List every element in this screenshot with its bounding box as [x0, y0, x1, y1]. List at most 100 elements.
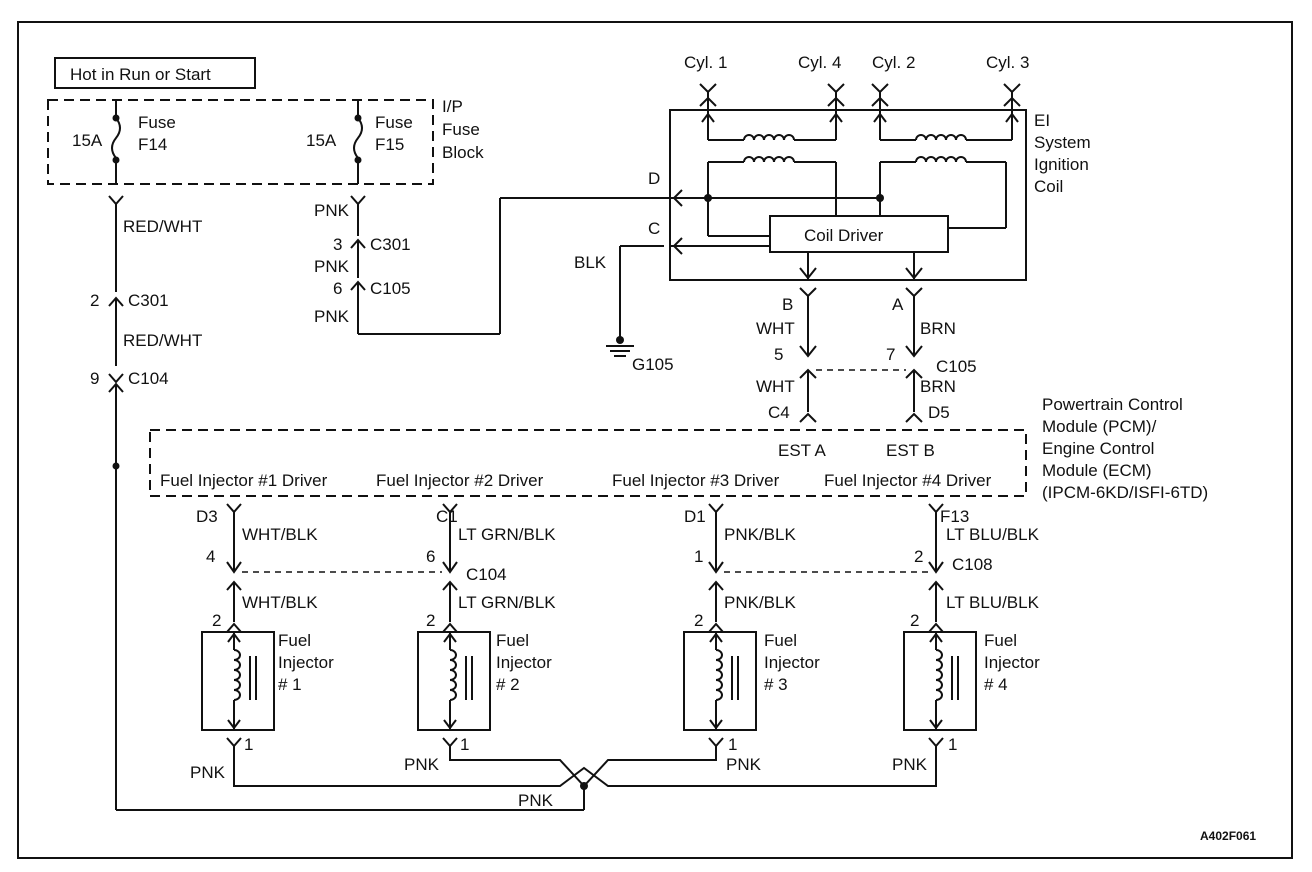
inj4-pcm-pin: F13	[940, 507, 969, 526]
injector-1-pcm-connector	[226, 503, 242, 514]
inj3-line1: Fuel	[764, 631, 797, 650]
est-conn-label: C105	[936, 357, 977, 376]
injector-4-coil	[935, 649, 943, 701]
left-feed-pin1: 2	[90, 291, 99, 310]
fuse-f15-line1: Fuse	[375, 113, 413, 132]
injector-4-inj-connector	[928, 622, 944, 633]
inj3-pin: 2	[694, 611, 703, 630]
injector-3-conn-arrow	[708, 561, 724, 574]
inj2-line2: Injector	[496, 653, 552, 672]
injector-conn-right: C108	[952, 555, 993, 574]
injector-2-conn-arrow	[442, 561, 458, 574]
fuse-block-label-3: Block	[442, 143, 484, 162]
inj1-line3: # 1	[278, 675, 302, 694]
pnk-feed-wire3: PNK	[314, 307, 350, 326]
injector-3-gnd-connector	[708, 737, 724, 748]
inj1-conn-pin: 4	[206, 547, 215, 566]
inj2-gnd-pin: 1	[460, 735, 469, 754]
injector-1-coil	[233, 649, 241, 701]
injector-4-gnd-connector	[928, 737, 944, 748]
pnk-feed-conn2: C105	[370, 279, 411, 298]
left-feed-conn1: C301	[128, 291, 169, 310]
power-source-box	[54, 57, 256, 89]
inj1-pcm-pin: D3	[196, 507, 218, 526]
left-feed-wire2: RED/WHT	[123, 331, 202, 350]
ground-bus-outer	[233, 746, 937, 787]
pin-b-label: 5	[774, 345, 783, 364]
inj4-line1: Fuel	[984, 631, 1017, 650]
pcm-pin-a-label: D5	[928, 403, 950, 422]
fuse-f15-line2: F15	[375, 135, 404, 154]
pnk-feed-wire1: PNK	[314, 201, 350, 220]
injector-3-arrow-bottom	[709, 719, 723, 730]
cylinder-4-label: Cyl. 4	[798, 53, 841, 72]
spark-plug-leads	[670, 83, 1021, 247]
injector-conn-left: C104	[466, 565, 507, 584]
injector-3-inj-connector	[708, 622, 724, 633]
pcm-label-1: Powertrain Control	[1042, 395, 1183, 414]
inj3-gnd-pin: 1	[728, 735, 737, 754]
inj1-gnd-pin: 1	[244, 735, 253, 754]
diagram-frame	[17, 21, 1293, 859]
coil-label-1: EI	[1034, 111, 1050, 130]
pcm-pin-b-label: C4	[768, 403, 790, 422]
injector-2-arrow-bottom	[443, 719, 457, 730]
fuse-block-label-1: I/P	[442, 97, 463, 116]
coil-label-3: Ignition	[1034, 155, 1089, 174]
left-feed-wire1: RED/WHT	[123, 217, 202, 236]
cylinder-1-label: Cyl. 1	[684, 53, 727, 72]
est-wires	[799, 252, 923, 423]
injector-4-conn-arrow	[928, 561, 944, 574]
pcm-label-4: Module (ECM)	[1042, 461, 1152, 480]
est-a-label: EST A	[778, 441, 827, 460]
driver-1-label: Fuel Injector #1 Driver	[160, 471, 328, 490]
injector-2-gnd-connector	[442, 737, 458, 748]
inj2-gnd-wire: PNK	[404, 755, 440, 774]
driver-4-label: Fuel Injector #4 Driver	[824, 471, 992, 490]
injector-3-body	[683, 631, 757, 731]
left-feed-wire	[108, 195, 584, 811]
ground-label: G105	[632, 355, 674, 374]
inj2-line3: # 2	[496, 675, 520, 694]
terminal-d-symbol	[672, 189, 683, 207]
wire-a-label: BRN	[920, 319, 956, 338]
coil-driver-box	[769, 215, 949, 253]
injector-1-gnd-connector	[226, 737, 242, 748]
injector-circuits	[201, 503, 977, 810]
wire-a2-label: BRN	[920, 377, 956, 396]
coil-driver-label: Coil Driver	[804, 226, 884, 245]
ground-bus-splice	[580, 782, 588, 790]
driver-3-label: Fuel Injector #3 Driver	[612, 471, 780, 490]
pnk-feed-conn1: C301	[370, 235, 411, 254]
injector-1-arrow-bottom	[227, 719, 241, 730]
pin-a-label: 7	[886, 345, 895, 364]
bottom-wire-label: PNK	[518, 791, 554, 810]
pnk-feed-pin1: 3	[333, 235, 342, 254]
left-feed-pin2: 9	[90, 369, 99, 388]
injector-2-coil	[449, 649, 457, 701]
fuse-f14-line2: F14	[138, 135, 167, 154]
pcm-label-5: (IPCM-6KD/ISFI-6TD)	[1042, 483, 1208, 502]
inj2-pin: 2	[426, 611, 435, 630]
ground-wire-label: BLK	[574, 253, 607, 272]
coil-label-2: System	[1034, 133, 1091, 152]
fuse-f15	[353, 100, 363, 184]
injector-4-arrow-top	[929, 632, 943, 643]
inj4-line2: Injector	[984, 653, 1040, 672]
pcm-box	[149, 429, 1027, 497]
cylinder-3-label: Cyl. 3	[986, 53, 1029, 72]
power-source-label: Hot in Run or Start	[70, 65, 211, 84]
pcm-label-2: Module (PCM)/	[1042, 417, 1157, 436]
left-feed-conn2: C104	[128, 369, 169, 388]
fuse-block-box	[47, 99, 434, 185]
inj1-pin: 2	[212, 611, 221, 630]
inj1-wire2: WHT/BLK	[242, 593, 318, 612]
injector-3-arrow-top	[709, 632, 723, 643]
inj1-line2: Injector	[278, 653, 334, 672]
injector-2-body	[417, 631, 491, 731]
inj1-line1: Fuel	[278, 631, 311, 650]
fuse-f14-line1: Fuse	[138, 113, 176, 132]
inj3-wire2: PNK/BLK	[724, 593, 796, 612]
injector-1-arrow-top	[227, 632, 241, 643]
